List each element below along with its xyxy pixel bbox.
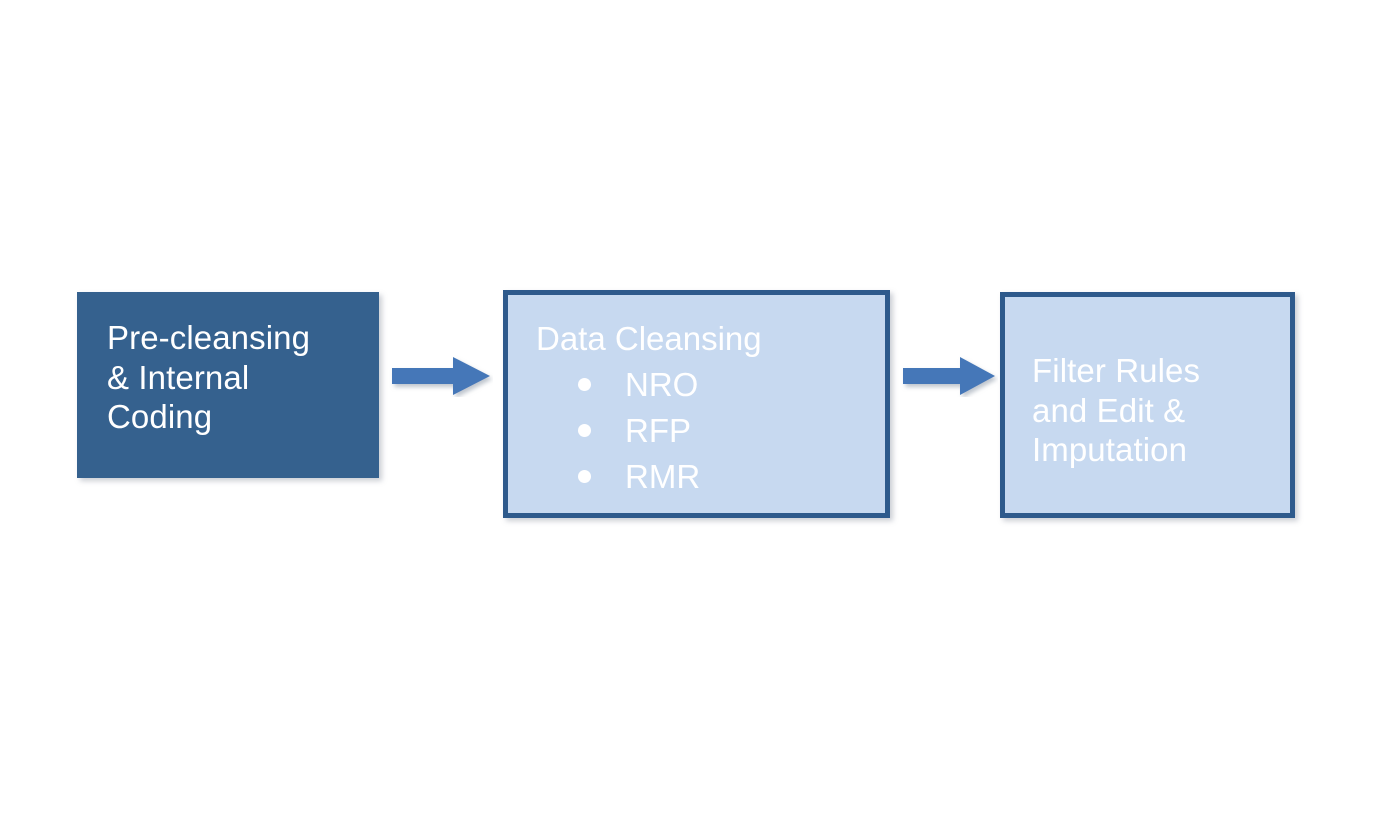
list-item-label: RFP — [625, 411, 691, 449]
list-item: NRO — [578, 361, 700, 407]
flow-node-data-cleansing[interactable]: Data Cleansing NRO RFP RMR — [503, 290, 890, 518]
flow-node-filter-rules[interactable]: Filter Rules and Edit & Imputation — [1000, 292, 1295, 518]
flow-node-pre-cleansing[interactable]: Pre-cleansing & Internal Coding — [77, 292, 379, 478]
bullet-dot-icon — [578, 423, 591, 437]
list-item: RMR — [578, 453, 700, 499]
arrow-right-icon-2 — [900, 355, 998, 397]
flow-node-pre-cleansing-label: Pre-cleansing & Internal Coding — [107, 319, 311, 436]
bullet-dot-icon — [578, 469, 591, 483]
list-item: RFP — [578, 407, 700, 453]
data-cleansing-bullet-list: NRO RFP RMR — [578, 361, 700, 499]
bullet-dot-icon — [578, 377, 591, 391]
arrow-right-icon-1 — [389, 355, 493, 397]
list-item-label: RMR — [625, 457, 701, 495]
flow-node-data-cleansing-heading: Data Cleansing — [536, 320, 762, 357]
flow-node-filter-rules-label: Filter Rules and Edit & Imputation — [1032, 352, 1201, 469]
list-item-label: NRO — [625, 365, 699, 403]
